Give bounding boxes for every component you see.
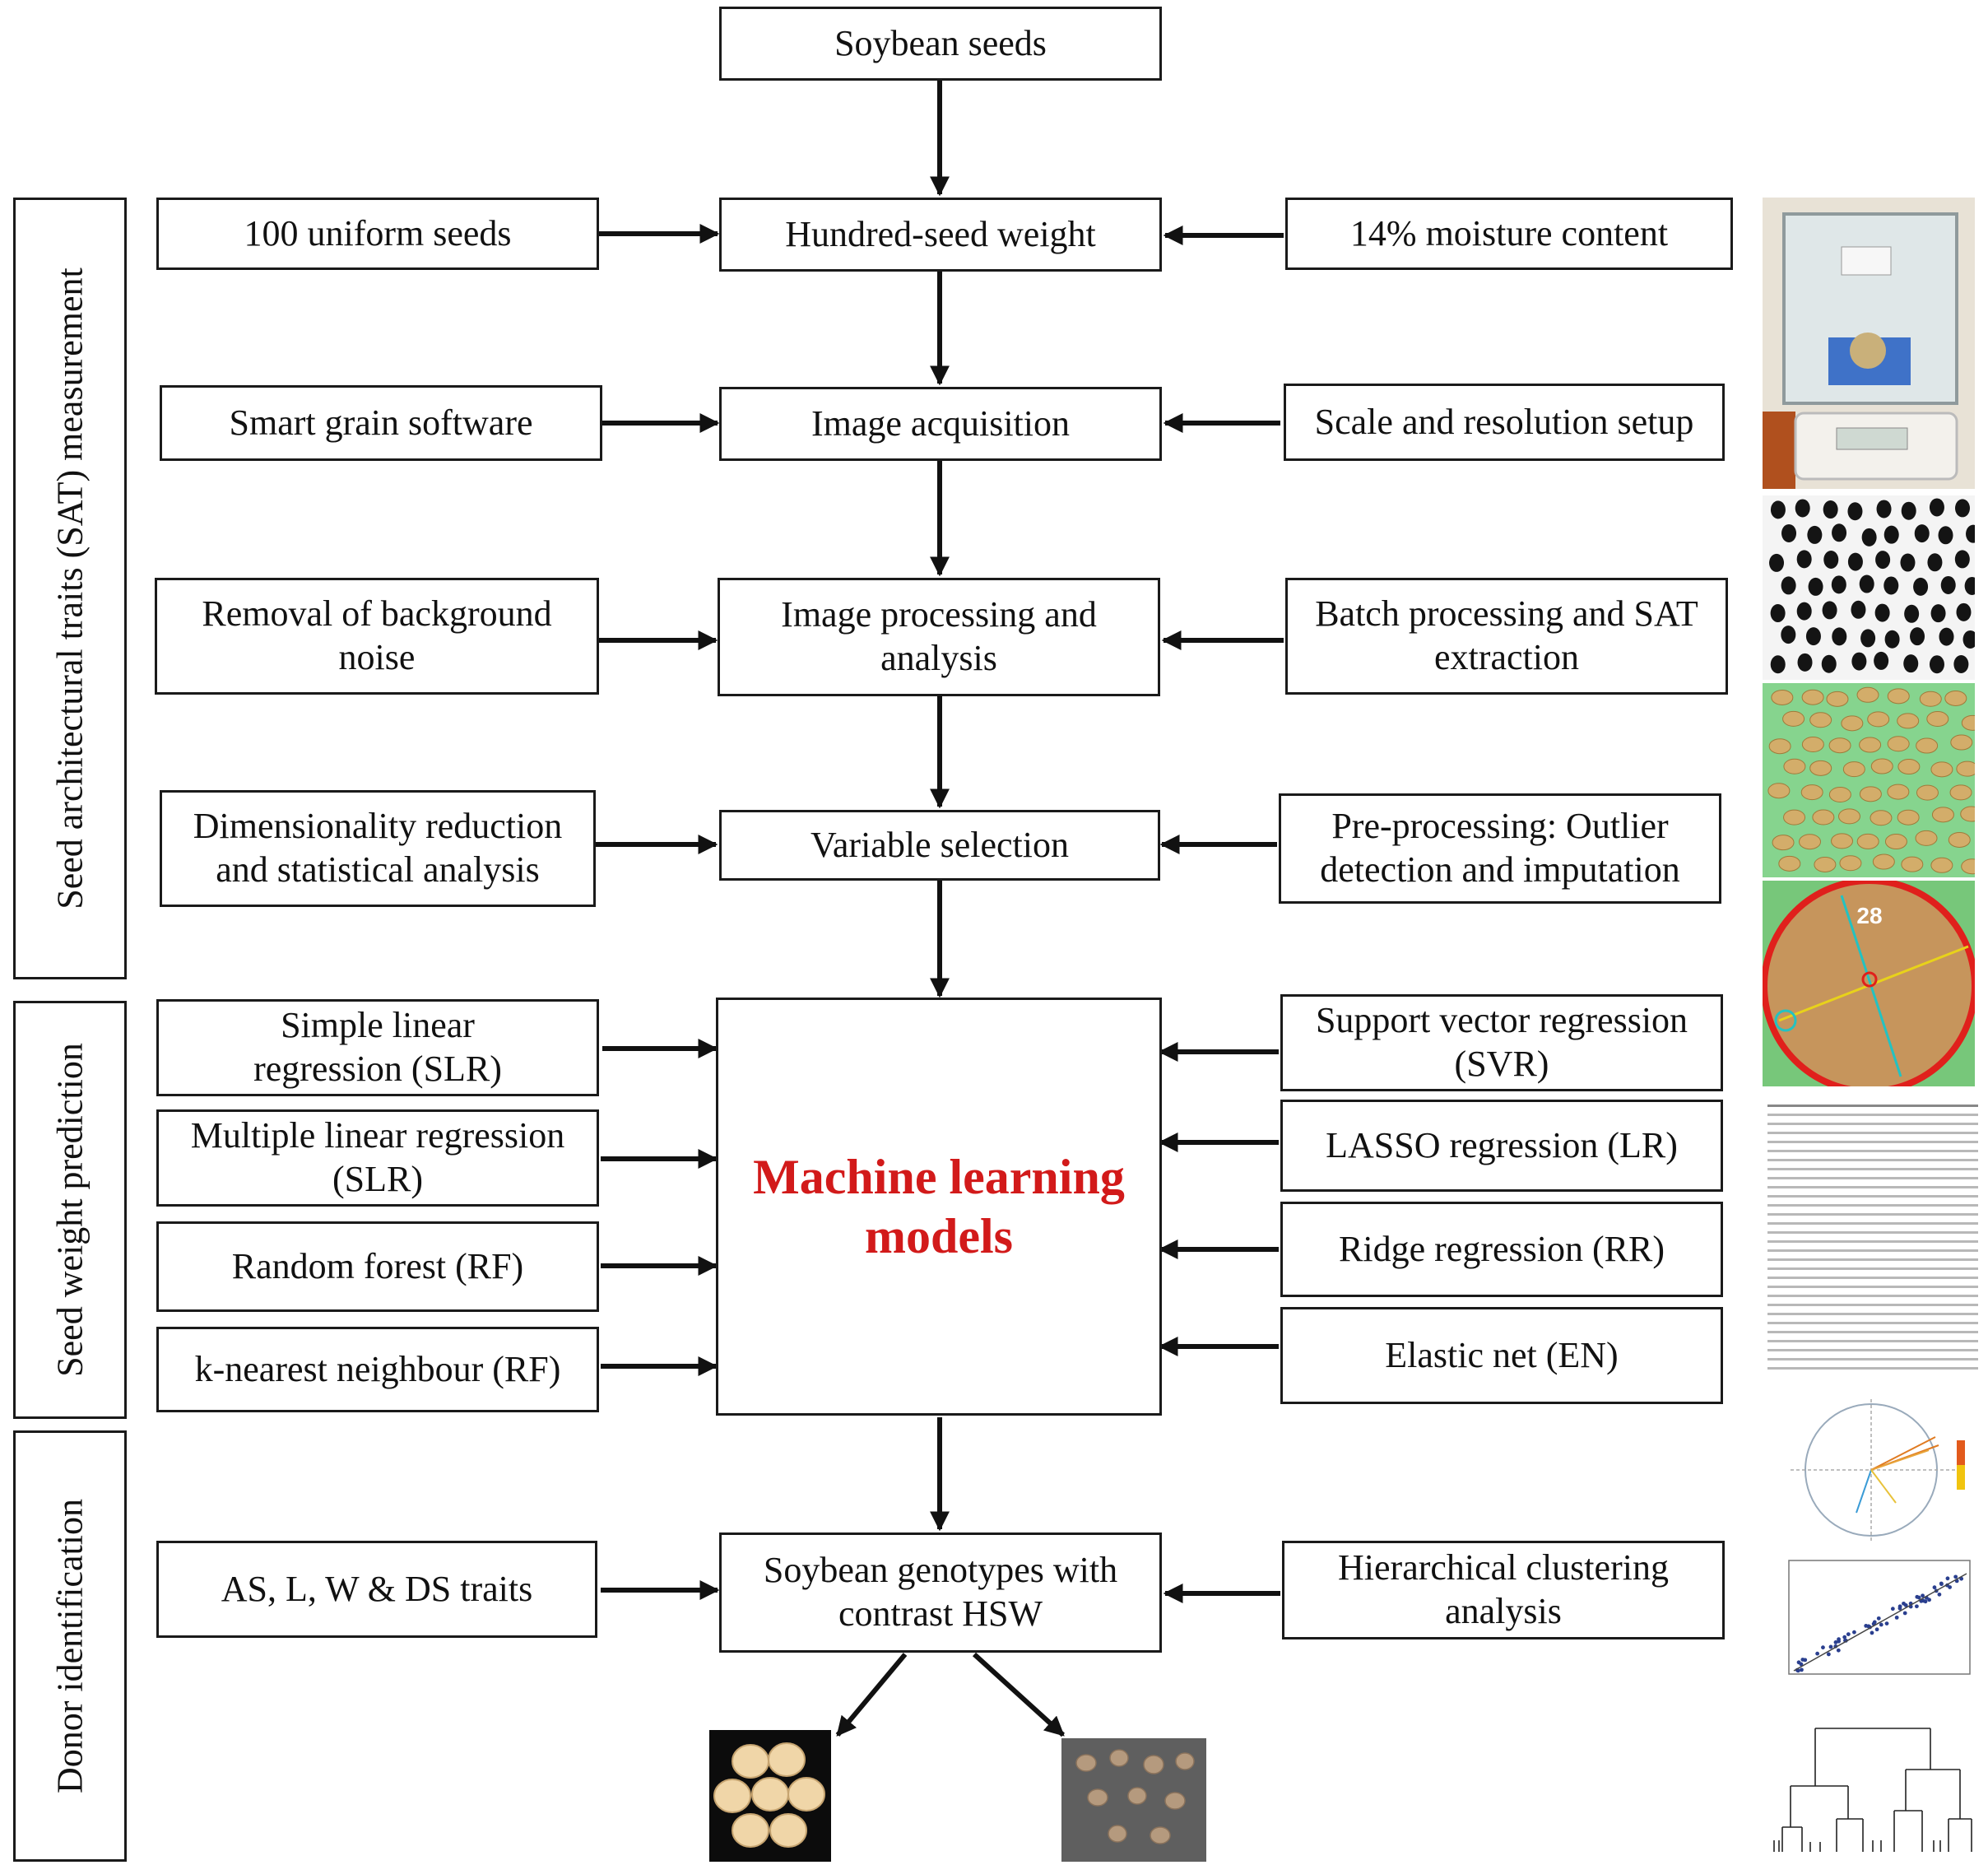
background-noise-box: Removal of background noise: [155, 578, 599, 695]
soybean-seeds-green-photo: [1763, 683, 1975, 877]
data-table-photo: [1763, 1091, 1985, 1381]
batch-processing-box: Batch processing and SAT extraction: [1285, 578, 1728, 695]
seed-number-label: 28: [1856, 903, 1882, 928]
machine-learning-models-title: Machine learning models: [753, 1150, 1125, 1263]
hierarchical-clustering-box: Hierarchical clustering analysis: [1282, 1541, 1725, 1639]
arrow-genotypes-to-small-seeds: [972, 1652, 1066, 1737]
black-seeds-photo: [1763, 495, 1975, 680]
k-nearest-neighbour-box: k-nearest neighbour (RF): [156, 1327, 599, 1412]
hundred-seed-weight-box: Hundred-seed weight: [719, 198, 1162, 272]
smart-grain-software-box: Smart grain software: [160, 385, 602, 461]
traits-box: AS, L, W & DS traits: [156, 1541, 597, 1638]
arrow-genotypes-to-large-seeds: [835, 1653, 908, 1737]
preprocessing-box: Pre-processing: Outlier detection and im…: [1279, 793, 1721, 904]
balance-photo: [1763, 198, 1975, 489]
elastic-net-box: Elastic net (EN): [1280, 1307, 1723, 1404]
lasso-regression-box: LASSO regression (LR): [1280, 1100, 1723, 1192]
moisture-content-box: 14% moisture content: [1285, 198, 1733, 270]
multiple-linear-regression-box: Multiple linear regression (SLR): [156, 1109, 599, 1207]
section-seed-weight-prediction: Seed weight prediction: [13, 1001, 127, 1419]
pca-plot-photo: [1774, 1391, 1972, 1547]
ridge-regression-box: Ridge regression (RR): [1280, 1202, 1723, 1297]
scale-resolution-box: Scale and resolution setup: [1284, 384, 1725, 461]
soybean-genotypes-box: Soybean genotypes with contrast HSW: [719, 1532, 1162, 1653]
small-seeds-photo: [1061, 1738, 1206, 1862]
variable-selection-box: Variable selection: [719, 810, 1160, 881]
section-donor-identification: Donor identification: [13, 1430, 127, 1862]
section-sat-measurement: Seed architectural traits (SAT) measurem…: [13, 198, 127, 979]
random-forest-box: Random forest (RF): [156, 1221, 599, 1312]
soybean-seeds-box: Soybean seeds: [719, 7, 1162, 81]
uniform-seeds-box: 100 uniform seeds: [156, 198, 599, 270]
machine-learning-models-box: Machine learning models: [716, 998, 1162, 1416]
image-processing-box: Image processing and analysis: [718, 578, 1160, 696]
regression-scatter-photo: [1772, 1554, 1973, 1682]
large-seeds-photo: [709, 1730, 831, 1862]
dimensionality-reduction-box: Dimensionality reduction and statistical…: [160, 790, 596, 907]
dendrogram-photo: [1766, 1695, 1981, 1857]
support-vector-regression-box: Support vector regression (SVR): [1280, 994, 1723, 1091]
simple-linear-regression-box: Simple linear regression (SLR): [156, 999, 599, 1096]
seed-measurement-photo: 28: [1763, 881, 1975, 1086]
image-acquisition-box: Image acquisition: [719, 387, 1162, 461]
